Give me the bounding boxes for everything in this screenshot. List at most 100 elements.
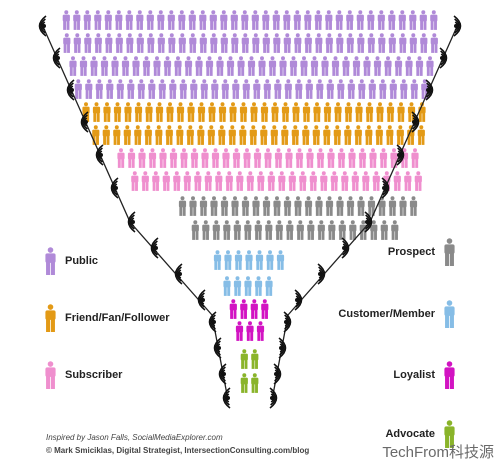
- sound-wave-arc: [197, 289, 206, 311]
- public-person-icon: [247, 56, 256, 76]
- friend-person-icon: [103, 102, 111, 122]
- public-person-icon: [400, 79, 408, 99]
- subscriber-person-icon: [148, 148, 157, 168]
- prospect-person-icon: [231, 196, 239, 216]
- prospect-person-icon: [336, 196, 344, 216]
- wave-source-dot: [226, 396, 230, 400]
- sound-wave-arc: [412, 114, 418, 130]
- wave-source-dot: [295, 298, 299, 302]
- public-person-icon: [409, 33, 417, 53]
- public-person-icon: [426, 56, 434, 76]
- customer-person-icon: [233, 276, 242, 296]
- sound-wave-arc: [112, 180, 118, 196]
- sound-wave-arc: [294, 289, 303, 311]
- friend-person-icon: [134, 102, 143, 122]
- wave-source-dot: [279, 346, 283, 350]
- customer-person-icon: [224, 250, 232, 270]
- sound-wave-arc: [54, 50, 60, 66]
- subscriber-person-icon: [169, 148, 178, 168]
- prospect-person-icon: [283, 196, 292, 216]
- friend-person-icon: [313, 102, 321, 122]
- prospect-person-icon: [294, 196, 302, 216]
- public-person-icon: [69, 56, 77, 76]
- legend-advocate: Advocate: [385, 420, 456, 448]
- public-person-icon: [363, 56, 371, 76]
- subscriber-person-icon: [341, 171, 349, 191]
- subscriber-person-icon: [327, 148, 335, 168]
- sound-wave-arc: [210, 314, 216, 330]
- sound-wave-arc: [274, 366, 280, 382]
- prospect-person-icon: [317, 220, 325, 240]
- inspired-credit: Inspired by Jason Falls, SocialMediaExpl…: [46, 433, 223, 442]
- public-person-icon: [136, 10, 144, 30]
- friend-person-icon: [186, 125, 194, 145]
- public-person-icon: [73, 33, 81, 53]
- public-person-icon: [90, 56, 98, 76]
- friend-person-icon: [176, 125, 184, 145]
- wave-source-dot: [382, 186, 386, 190]
- public-person-icon: [73, 10, 81, 30]
- prospect-person-icon: [346, 196, 355, 216]
- advocate-person-icon: [240, 373, 248, 393]
- wave-source-dot: [270, 396, 274, 400]
- subscriber-person-icon: [414, 171, 422, 191]
- prospect-person-icon: [307, 220, 315, 240]
- public-person-icon: [189, 33, 197, 53]
- customer-person-icon: [244, 276, 252, 296]
- friend-person-icon: [323, 102, 332, 122]
- customer-person-icon: [223, 276, 231, 296]
- customer-person-icon: [245, 250, 253, 270]
- subscriber-person-icon: [173, 171, 181, 191]
- friend-person-icon: [176, 102, 185, 122]
- public-person-icon: [294, 33, 302, 53]
- public-person-icon: [84, 33, 92, 53]
- subscriber-person-icon: [190, 148, 199, 168]
- prospect-person-icon: [223, 220, 231, 240]
- friend-person-icon: [218, 102, 227, 122]
- loyalist-person-icon: [444, 361, 455, 389]
- public-person-icon: [179, 79, 187, 99]
- public-person-icon: [83, 10, 91, 30]
- sound-wave-arc: [97, 147, 103, 163]
- sound-wave-arc: [454, 18, 460, 34]
- public-person-icon: [268, 56, 277, 76]
- public-person-icon: [263, 79, 271, 99]
- sound-wave-arc: [381, 177, 390, 199]
- friend-person-icon: [355, 102, 363, 122]
- wave-source-dot: [454, 24, 458, 28]
- friend-person-icon: [270, 125, 278, 145]
- friend-person-icon: [208, 102, 216, 122]
- public-person-icon: [111, 56, 119, 76]
- wave-source-dot: [154, 246, 158, 250]
- public-person-icon: [295, 79, 303, 99]
- sound-wave-arc: [365, 214, 371, 230]
- public-person-icon: [346, 33, 354, 53]
- public-person-icon: [209, 10, 217, 30]
- friend-person-icon: [102, 125, 110, 145]
- public-person-icon: [378, 33, 386, 53]
- public-person-icon: [304, 33, 312, 53]
- public-person-icon: [284, 79, 292, 99]
- subscriber-person-icon: [369, 148, 377, 168]
- public-person-icon: [373, 56, 382, 76]
- sound-wave-arc: [127, 211, 136, 233]
- legend-loyalist-label: Loyalist: [393, 369, 435, 381]
- public-person-icon: [367, 10, 375, 30]
- subscriber-person-icon: [411, 148, 419, 168]
- sound-wave-arc: [317, 263, 326, 285]
- public-person-icon: [232, 79, 240, 99]
- public-person-icon: [325, 33, 333, 53]
- friend-person-icon: [260, 125, 268, 145]
- friend-person-icon: [417, 125, 425, 145]
- prospect-person-icon: [254, 220, 262, 240]
- sound-wave-arc: [80, 111, 89, 133]
- legend-public-label: Public: [65, 255, 99, 267]
- sound-wave-arc: [129, 214, 135, 230]
- public-person-icon: [405, 56, 413, 76]
- public-person-icon: [205, 56, 214, 76]
- subscriber-person-icon: [194, 171, 202, 191]
- prospect-person-icon: [212, 220, 220, 240]
- public-person-icon: [241, 10, 249, 30]
- sound-wave-arc: [425, 79, 434, 101]
- friend-person-icon: [292, 102, 300, 122]
